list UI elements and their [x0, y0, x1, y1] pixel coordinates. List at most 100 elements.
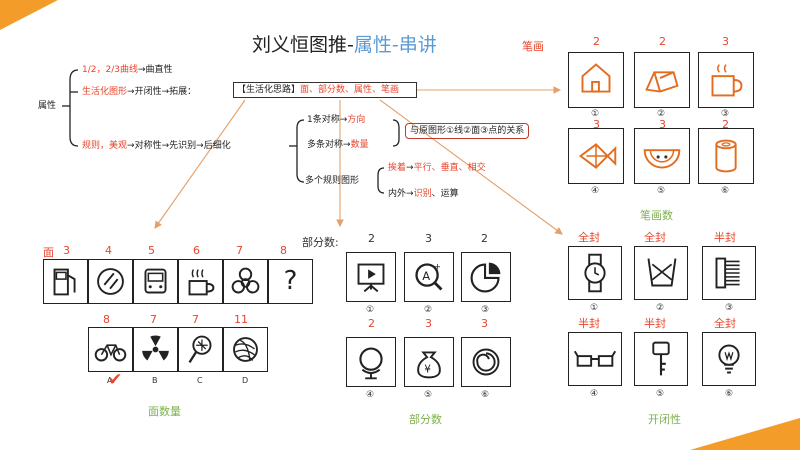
- strokes-number-1: 2: [593, 35, 600, 48]
- strokes-figure-fish: [568, 128, 624, 184]
- strokes-number-3: 3: [722, 35, 729, 48]
- parts-caption: 部分数: [409, 413, 442, 426]
- parts-number-6: 3: [481, 317, 488, 330]
- corner-decoration-top-left: [0, 0, 58, 30]
- faces-option-number-d: 11: [234, 313, 248, 326]
- closure-label-3: ③: [725, 303, 734, 313]
- answer-checkmark: ✔: [108, 370, 123, 390]
- corner-decoration-bottom-right: [690, 418, 800, 450]
- one-axis-symmetry: 1条对称→方向: [307, 115, 366, 125]
- faces-question-box: ?: [268, 259, 313, 304]
- closure-tag-1: 全封: [578, 231, 600, 244]
- slide-title: 刘义恒图推-属性-串讲: [252, 34, 437, 56]
- faces-figure-recycle: [88, 259, 133, 304]
- parts-label-1: ①: [366, 305, 375, 315]
- faces-figure-teapot: [178, 259, 223, 304]
- faces-number-2: 4: [105, 244, 112, 257]
- strokes-figure-prism: [634, 52, 690, 108]
- faces-figure-bus: [133, 259, 178, 304]
- parts-figure-pie: [461, 252, 511, 302]
- parts-number-4: 2: [368, 317, 375, 330]
- closure-label-1: ①: [590, 303, 599, 313]
- faces-number-6: 8: [280, 244, 287, 257]
- strokes-label-6: ⑥: [721, 186, 730, 196]
- closure-tag-3: 半封: [714, 231, 736, 244]
- faces-number-3: 5: [148, 244, 155, 257]
- strokes-number-6: 2: [722, 118, 729, 131]
- faces-option-number-b: 7: [150, 313, 157, 326]
- closure-figure-watch: [568, 246, 622, 300]
- closure-tag-5: 半封: [644, 317, 666, 330]
- closure-caption: 开闭性: [648, 413, 681, 426]
- strokes-tag: 笔画: [522, 40, 544, 53]
- faces-option-bicycle[interactable]: [88, 327, 133, 372]
- mindmap-root: 属性: [38, 101, 57, 111]
- faces-option-yarn[interactable]: [223, 327, 268, 372]
- strokes-figure-house: [568, 52, 624, 108]
- faces-question-mark: ?: [283, 266, 298, 296]
- relation-text: 与原图形①线②面③点的关系: [410, 126, 525, 136]
- svg-text:+: +: [434, 262, 441, 272]
- branch-life: 生活化图形→开闭性→拓展：: [82, 87, 197, 97]
- strokes-number-2: 2: [659, 35, 666, 48]
- multi-axis-symmetry: 多条对称→数量: [307, 140, 369, 150]
- closure-tag-6: 全封: [714, 317, 736, 330]
- adjacent-relation: 挨着→平行、垂直、相交: [388, 163, 486, 173]
- parts-number-2: 3: [425, 232, 432, 245]
- closure-tag-4: 半封: [578, 317, 600, 330]
- parts-label-5: ⑤: [424, 390, 433, 400]
- closure-tag-2: 全封: [644, 231, 666, 244]
- faces-number-1: 3: [63, 244, 70, 257]
- inout-relation: 内外→识别、运算: [388, 189, 459, 199]
- faces-figure-gas-pump: [43, 259, 88, 304]
- parts-tag: 部分数:: [302, 236, 339, 249]
- strokes-figure-cup: [698, 52, 754, 108]
- parts-label-2: ②: [424, 305, 433, 315]
- strokes-number-5: 3: [659, 118, 666, 131]
- multi-shape: 多个规则图形: [305, 176, 360, 186]
- strokes-figure-roll: [698, 128, 754, 184]
- parts-label-6: ⑥: [481, 390, 490, 400]
- parts-figure-globe: [346, 337, 396, 387]
- strokes-label-3: ③: [721, 109, 730, 119]
- faces-tag: 面: [43, 246, 54, 259]
- closure-figure-key: [634, 332, 688, 386]
- closure-label-4: ④: [590, 389, 599, 399]
- faces-option-number-c: 7: [192, 313, 199, 326]
- parts-figure-search-plus: A+: [404, 252, 454, 302]
- strokes-label-5: ⑤: [657, 186, 666, 196]
- faces-number-5: 7: [236, 244, 243, 257]
- faces-option-net[interactable]: [178, 327, 223, 372]
- strokes-label-1: ①: [591, 109, 600, 119]
- closure-figure-bulb: [702, 332, 756, 386]
- strokes-label-2: ②: [657, 109, 666, 119]
- faces-figure-biohazard: [223, 259, 268, 304]
- closure-figure-glasses: [568, 332, 622, 386]
- life-idea: 【生活化思路】面、部分数、属性、笔画: [237, 85, 400, 95]
- faces-option-number-a: 8: [103, 313, 110, 326]
- faces-caption: 面数量: [148, 405, 181, 418]
- closure-figure-cart: [634, 246, 688, 300]
- relation-box: [405, 123, 529, 139]
- strokes-caption: 笔画数: [640, 209, 673, 222]
- svg-text:A: A: [422, 269, 430, 283]
- branch-regular: 规则，美观→对称性→先识别→后细化: [82, 141, 231, 151]
- strokes-figure-watermelon: [634, 128, 690, 184]
- strokes-number-4: 3: [593, 118, 600, 131]
- closure-label-2: ②: [656, 303, 665, 313]
- life-idea-box: [233, 82, 417, 98]
- faces-option-label-c: C: [197, 376, 203, 385]
- parts-number-1: 2: [368, 232, 375, 245]
- branch-curve: 1/2，2/3曲线→曲直性: [82, 65, 173, 75]
- parts-label-3: ③: [481, 305, 490, 315]
- svg-text:¥: ¥: [424, 364, 431, 376]
- parts-figure-money-bag: ¥: [404, 337, 454, 387]
- faces-option-label-b: B: [152, 376, 158, 385]
- faces-option-radiation[interactable]: [133, 327, 178, 372]
- parts-figure-presentation: [346, 252, 396, 302]
- closure-label-6: ⑥: [725, 389, 734, 399]
- faces-option-label-a: A: [107, 376, 113, 385]
- parts-number-5: 3: [425, 317, 432, 330]
- parts-number-3: 2: [481, 232, 488, 245]
